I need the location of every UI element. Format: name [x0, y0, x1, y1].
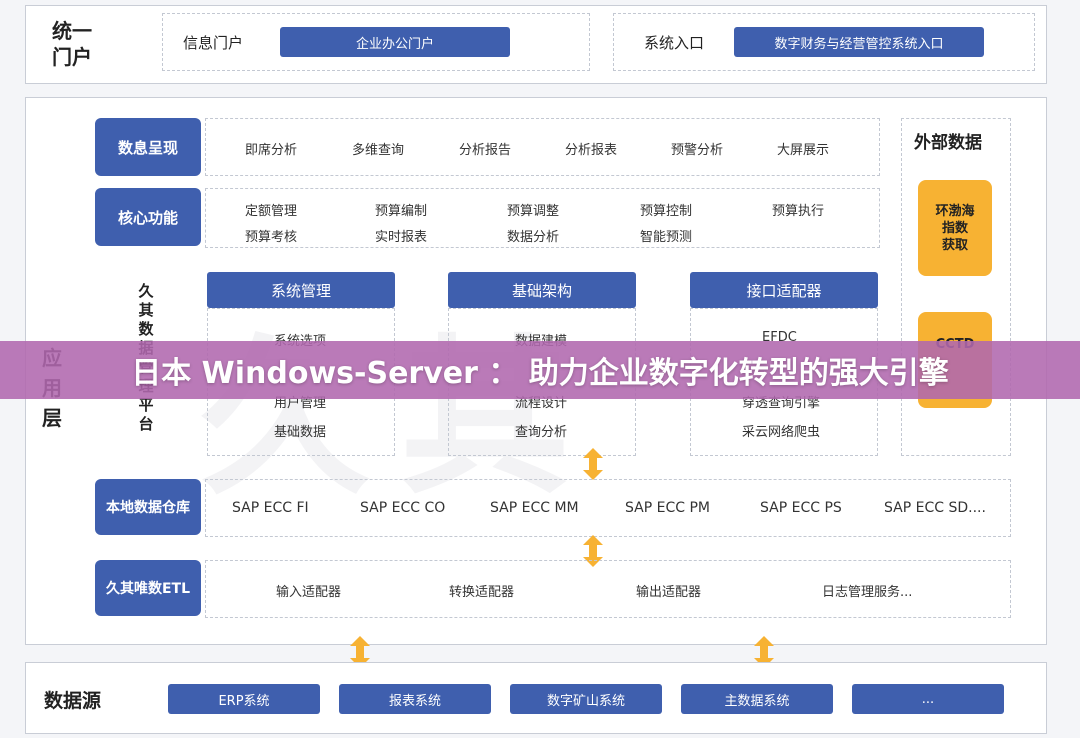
warehouse-item: SAP ECC FI — [232, 500, 309, 516]
presentation-item: 分析报告 — [459, 143, 512, 158]
core-function-item: 预算考核 — [245, 230, 298, 245]
double-arrow-icon — [583, 535, 603, 567]
system-entry-label: 系统入口 — [644, 34, 705, 52]
enterprise-office-portal-button[interactable]: 企业办公门户 — [280, 27, 510, 57]
data-source-label: 数据源 — [44, 690, 102, 712]
row-head-core-functions[interactable]: 核心功能 — [95, 188, 201, 246]
warehouse-items-box — [205, 479, 1011, 537]
data-source-report-system[interactable]: 报表系统 — [339, 684, 491, 714]
external-data-title: 外部数据 — [914, 133, 982, 153]
warehouse-item: SAP ECC PS — [760, 500, 842, 516]
data-source-more[interactable]: ... — [852, 684, 1004, 714]
etl-item: 转换适配器 — [449, 585, 515, 600]
system-management-item: 基础数据 — [274, 425, 327, 440]
core-function-item: 实时报表 — [375, 230, 428, 245]
double-arrow-icon — [754, 636, 774, 668]
title-banner: 日本 Windows-Server ： 助力企业数字化转型的强大引擎 — [0, 341, 1080, 399]
core-function-item: 数据分析 — [507, 230, 560, 245]
row-head-presentation[interactable]: 数息呈现 — [95, 118, 201, 176]
infrastructure-item: 查询分析 — [515, 425, 568, 440]
system-entry-group — [613, 13, 1035, 71]
info-portal-label: 信息门户 — [183, 34, 244, 52]
presentation-items-box — [205, 118, 880, 176]
etl-item: 输入适配器 — [276, 585, 342, 600]
presentation-item: 分析报表 — [565, 143, 618, 158]
warehouse-item: SAP ECC SD.... — [884, 500, 986, 516]
interface-adapter-item: 穿透查询引擎 — [742, 396, 821, 411]
data-source-digital-mine[interactable]: 数字矿山系统 — [510, 684, 662, 714]
core-function-item: 定额管理 — [245, 204, 298, 219]
presentation-item: 预警分析 — [671, 143, 724, 158]
info-portal-group — [162, 13, 590, 71]
etl-item: 日志管理服务... — [822, 585, 913, 600]
core-function-item: 预算编制 — [375, 204, 428, 219]
core-function-item: 预算执行 — [772, 204, 825, 219]
external-data-box — [901, 118, 1011, 456]
presentation-item: 多维查询 — [352, 143, 405, 158]
digital-finance-system-button[interactable]: 数字财务与经营管控系统入口 — [734, 27, 984, 57]
etl-item: 输出适配器 — [636, 585, 702, 600]
presentation-item: 大屏展示 — [777, 143, 830, 158]
etl-items-box — [205, 560, 1011, 618]
core-function-item: 智能预测 — [640, 230, 693, 245]
row-head-local-warehouse[interactable]: 本地数据仓库 — [95, 479, 201, 535]
banner-text: 日本 Windows-Server ： 助力企业数字化转型的强大引擎 — [131, 356, 949, 391]
unified-portal-title: 统一 门户 — [52, 19, 92, 69]
row-head-etl[interactable]: 久其唯数ETL — [95, 560, 201, 616]
core-function-item: 预算控制 — [640, 204, 693, 219]
warehouse-item: SAP ECC CO — [360, 500, 446, 516]
data-source-erp[interactable]: ERP系统 — [168, 684, 320, 714]
interface-adapter-item: 采云网络爬虫 — [742, 425, 821, 440]
warehouse-item: SAP ECC PM — [625, 500, 710, 516]
infrastructure-item: 流程设计 — [515, 396, 568, 411]
module-system-management[interactable]: 系统管理 — [207, 272, 395, 308]
double-arrow-icon — [583, 448, 603, 480]
module-interface-adapter[interactable]: 接口适配器 — [690, 272, 878, 308]
core-function-item: 预算调整 — [507, 204, 560, 219]
data-source-master-data[interactable]: 主数据系统 — [681, 684, 833, 714]
double-arrow-icon — [350, 636, 370, 668]
system-management-item: 用户管理 — [274, 396, 327, 411]
core-functions-items-box — [205, 188, 880, 248]
bohai-index-box[interactable]: 环渤海 指数 获取 — [918, 180, 992, 276]
module-infrastructure[interactable]: 基础架构 — [448, 272, 636, 308]
warehouse-item: SAP ECC MM — [490, 500, 579, 516]
presentation-item: 即席分析 — [245, 143, 298, 158]
